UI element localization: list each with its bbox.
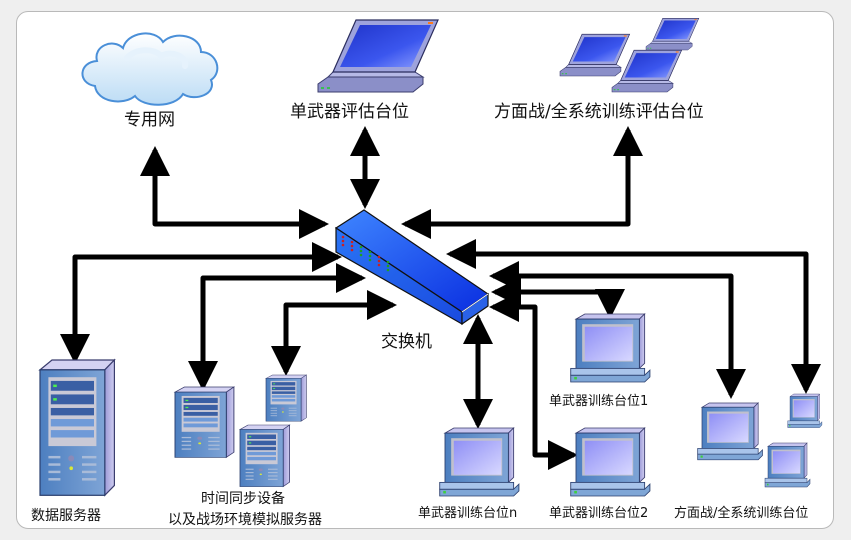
node-label-weapon-train-n: 单武器训练台位n: [418, 506, 518, 521]
node-label-switch: 交换机: [381, 332, 432, 352]
desktop-computer-icon: [570, 427, 651, 497]
node-label-time-sync-line1: 时间同步设备: [201, 491, 285, 507]
edge-weapon-train-1: [490, 277, 625, 320]
edge-time-sync-b: [271, 290, 398, 377]
desktop-computer-icon: [697, 402, 763, 461]
server-icon: [239, 424, 291, 488]
connection-lines: [60, 125, 821, 470]
node-label-system-train: 方面战/全系统训练台位: [674, 506, 809, 521]
node-label-weapon-train-2: 单武器训练台位2: [549, 506, 649, 521]
edge-time-sync-a: [188, 263, 367, 392]
node-label-system-eval: 方面战/全系统训练评估台位: [494, 102, 704, 122]
laptops-group-icon: [559, 18, 700, 93]
desktop-computer-icon: [570, 313, 651, 383]
edge-system-eval: [400, 125, 643, 239]
switch-port-leds: [341, 235, 390, 272]
node-label-weapon-train-1: 单武器训练台位1: [549, 394, 649, 409]
network-switch-icon: [334, 209, 490, 326]
edge-private-network: [140, 145, 330, 239]
node-label-time-sync-line2: 以及战场环境模拟服务器: [168, 512, 322, 528]
server-tower-icon: [39, 359, 116, 496]
laptop-icon: [317, 19, 439, 93]
node-label-private-network: 专用网: [124, 110, 175, 130]
node-label-time-sync: 时间同步设备 以及战场环境模拟服务器: [168, 488, 322, 529]
edge-system-train-far: [445, 239, 821, 395]
server-icon: [265, 374, 307, 422]
desktop-computer-icon: [439, 427, 520, 497]
server-icon: [174, 386, 235, 458]
edge-system-train-mid: [488, 261, 746, 400]
node-label-data-server: 数据服务器: [31, 508, 101, 524]
edge-weapon-train-2: [488, 292, 579, 470]
node-label-single-weapon-eval: 单武器评估台位: [290, 102, 409, 122]
cloud-icon: [81, 32, 219, 106]
desktop-computer-icon: [787, 393, 823, 428]
edge-data-server: [60, 242, 343, 365]
desktop-computer-icon: [764, 442, 811, 488]
